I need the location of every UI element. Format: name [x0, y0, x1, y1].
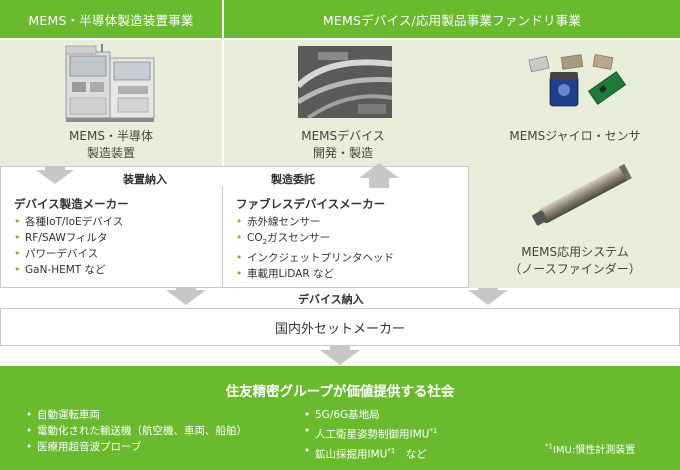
- system-caption-line2: （ノースファインダー）: [509, 262, 641, 276]
- device-delivery-arrow-right: [468, 288, 508, 305]
- list-item: GaN-HEMT など: [14, 262, 214, 278]
- footnote-text: IMU:慣性計測装置: [552, 445, 636, 456]
- device-delivery-label: デバイス納入: [298, 293, 364, 306]
- satellite-imu-text: 人工衛星姿勢制御用IMU: [315, 428, 430, 441]
- fabless-maker-title: ファブレスデバイスメーカー: [236, 197, 386, 211]
- list-item: 医療用超音波プローブ: [26, 439, 296, 455]
- co2-text: CO: [247, 232, 263, 244]
- system-caption: MEMS応用システム （ノースファインダー）: [470, 244, 680, 278]
- gyro-caption: MEMSジャイロ・センサ: [470, 128, 680, 145]
- list-item: 鉱山採掘用IMU*1 など: [304, 443, 534, 463]
- device-caption: MEMSデバイス 開発・製造: [258, 128, 428, 162]
- society-list-right: 5G/6G基地局 人工衛星姿勢制御用IMU*1 鉱山採掘用IMU*1 など: [304, 407, 534, 462]
- mining-imu-text: 鉱山採掘用IMU: [315, 448, 388, 460]
- society-arrow: [320, 346, 360, 365]
- gas-sensor-text: ガスセンサー: [267, 232, 331, 244]
- list-item: 各種IoT/IoEデバイス: [14, 214, 214, 230]
- mems-device-image: [298, 46, 392, 118]
- header-device-label: MEMSデバイス/応用製品事業ファンドリ事業: [322, 12, 582, 28]
- etc-text: など: [395, 448, 427, 460]
- co2-subscript: 2: [262, 238, 268, 247]
- equipment-caption-line2: 製造装置: [86, 146, 135, 160]
- outsourcing-up-arrow: [359, 163, 399, 188]
- semiconductor-equipment-image: [65, 44, 155, 122]
- system-caption-line1: MEMS応用システム: [521, 245, 629, 259]
- list-item: 5G/6G基地局: [304, 407, 534, 423]
- header-equipment-business: MEMS・半導体製造装置事業: [0, 0, 222, 38]
- footnote-mark: *1: [545, 442, 553, 451]
- equipment-delivery-label: 装置納入: [123, 173, 167, 186]
- footnote-mark: *1: [429, 427, 438, 435]
- header-device-business: MEMSデバイス/応用製品事業ファンドリ事業: [224, 0, 680, 38]
- fabless-maker-block: ファブレスデバイスメーカー 赤外線センサー CO2ガスセンサー インクジェットプ…: [236, 196, 461, 282]
- makers-divider: [222, 186, 223, 288]
- device-maker-list: 各種IoT/IoEデバイス RF/SAWフィルタ パワーデバイス GaN-HEM…: [14, 214, 214, 278]
- device-caption-line2: 開発・製造: [312, 146, 373, 160]
- society-title: 住友精密グループが価値提供する社会: [225, 384, 455, 400]
- list-item: CO2ガスセンサー: [236, 230, 461, 250]
- device-caption-line1: MEMSデバイス: [301, 129, 385, 143]
- device-maker-block: デバイス製造メーカー 各種IoT/IoEデバイス RF/SAWフィルタ パワーデ…: [14, 196, 214, 278]
- list-item: 赤外線センサー: [236, 214, 461, 230]
- equipment-delivery-arrow: [36, 166, 74, 184]
- society-list-left: 自動運転車両 電動化された輸送機（航空機、車両、船舶） 医療用超音波プローブ: [26, 407, 296, 455]
- gyro-caption-line: MEMSジャイロ・センサ: [509, 129, 641, 143]
- list-item: 電動化された輸送機（航空機、車両、船舶）: [26, 423, 296, 439]
- device-maker-title: デバイス製造メーカー: [14, 197, 129, 211]
- list-item: 自動運転車両: [26, 407, 296, 423]
- device-delivery-arrow-left: [166, 288, 206, 305]
- gyro-sensor-image: [528, 54, 627, 107]
- list-item: 車載用LiDAR など: [236, 266, 461, 282]
- footnote-mark: *1: [387, 446, 396, 455]
- equipment-caption: MEMS・半導体 製造装置: [0, 128, 222, 162]
- set-makers-label: 国内外セットメーカー: [274, 321, 405, 337]
- list-item: RF/SAWフィルタ: [14, 230, 214, 246]
- footnote: *1IMU:慣性計測装置: [545, 441, 635, 456]
- equipment-caption-line1: MEMS・半導体: [69, 129, 153, 143]
- list-item: インクジェットプリンタヘッド: [236, 250, 461, 266]
- list-item: 人工衛星姿勢制御用IMU*1: [304, 423, 534, 443]
- fabless-maker-list: 赤外線センサー CO2ガスセンサー インクジェットプリンタヘッド 車載用LiDA…: [236, 214, 461, 282]
- outsourcing-label: 製造委託: [271, 173, 315, 186]
- set-makers-box: 国内外セットメーカー: [0, 308, 680, 346]
- north-finder-image: [532, 163, 632, 226]
- list-item: パワーデバイス: [14, 246, 214, 262]
- header-equipment-label: MEMS・半導体製造装置事業: [28, 12, 194, 28]
